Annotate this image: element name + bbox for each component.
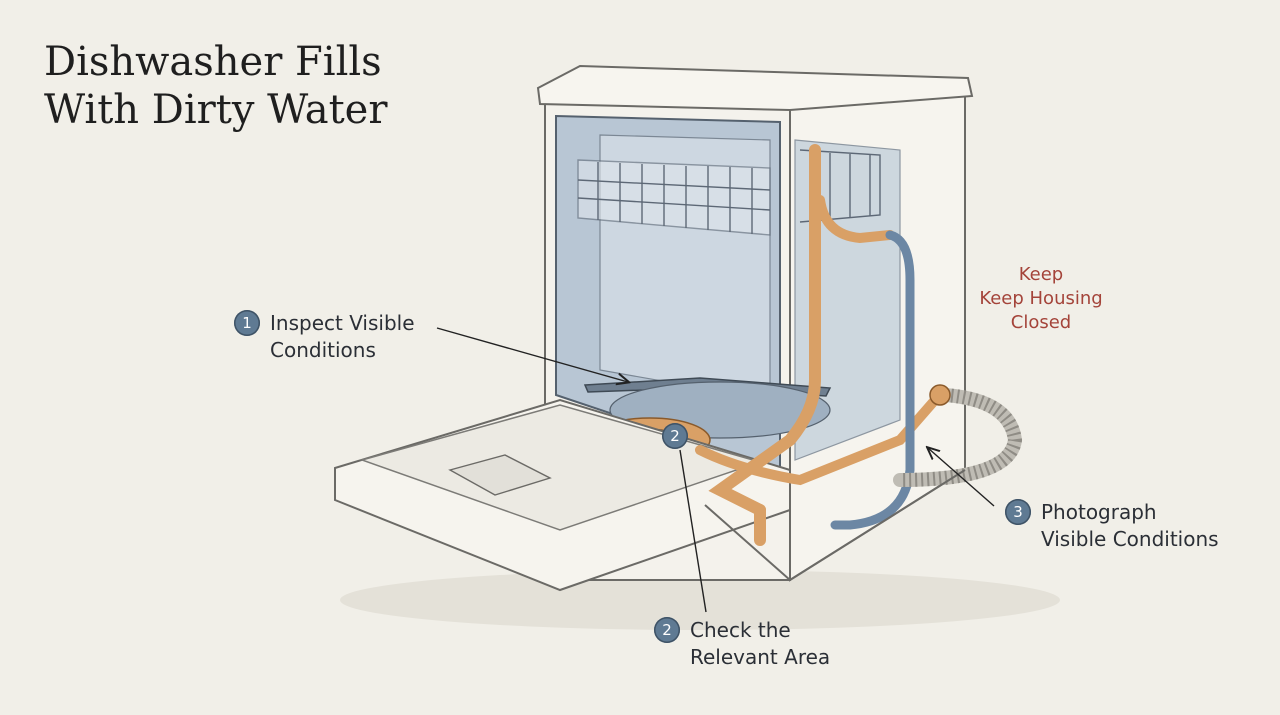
callout-photograph: 3 Photograph Visible Conditions: [1005, 499, 1219, 553]
warning-line-2: Keep Housing: [979, 288, 1103, 309]
leader-line-2: [679, 449, 707, 613]
detergent-dispenser: [448, 454, 552, 496]
callout-badge-2: 2: [654, 617, 680, 643]
callout-inspect: 1 Inspect Visible Conditions: [234, 310, 415, 364]
page-title: Dishwasher Fills With Dirty Water: [44, 38, 387, 134]
floor-shadow: [340, 570, 1060, 630]
cabinet-top: [536, 64, 974, 112]
callout-2-line-1: Check the: [690, 618, 791, 642]
drain-hose: [830, 230, 915, 530]
hose-fitting: [929, 384, 951, 406]
title-line-1: Dishwasher Fills: [44, 39, 382, 85]
callout-3-line-2: Visible Conditions: [1041, 527, 1219, 551]
base-kick-plate: [704, 469, 966, 582]
callout-1-line-2: Conditions: [270, 338, 376, 362]
leader-line-1: [436, 327, 628, 382]
callout-check-area: 2 Check the Relevant Area: [654, 617, 830, 671]
warning-line-3: Closed: [1010, 312, 1072, 333]
title-line-2: With Dirty Water: [44, 87, 388, 133]
callout-badge-3: 3: [1005, 499, 1031, 525]
callout-3-line-1: Photograph: [1041, 500, 1157, 524]
callout-2-line-2: Relevant Area: [690, 645, 831, 669]
internal-hoses: [695, 144, 940, 546]
leader-line-3: [928, 448, 995, 507]
callout-1-line-1: Inspect Visible: [270, 311, 415, 335]
callout-badge-1: 1: [234, 310, 260, 336]
warning-line-1: Keep: [1018, 264, 1064, 285]
warning-note: Keep Keep Housing Closed: [966, 263, 1116, 335]
filter-step-marker: 2: [662, 423, 688, 449]
